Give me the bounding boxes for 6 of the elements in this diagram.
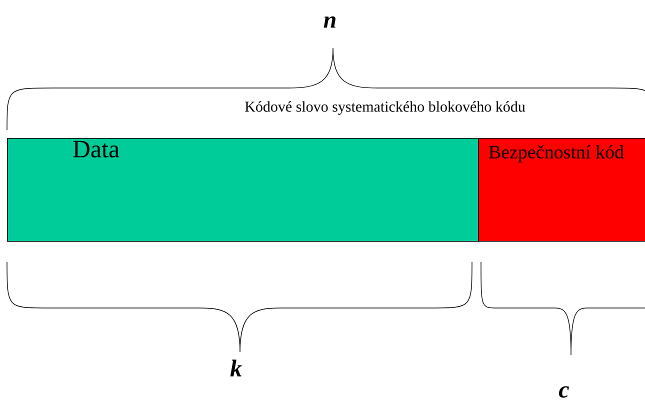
variable-label: n — [324, 16, 336, 28]
data-field-box: Data — [7, 138, 479, 242]
variable-label: c — [559, 386, 569, 398]
checksum-field-box: Bezpečnostní kód — [478, 138, 645, 242]
caption-text: Kódové slovo systematického blokového kódu — [245, 101, 526, 115]
variable-label: k — [230, 360, 242, 376]
